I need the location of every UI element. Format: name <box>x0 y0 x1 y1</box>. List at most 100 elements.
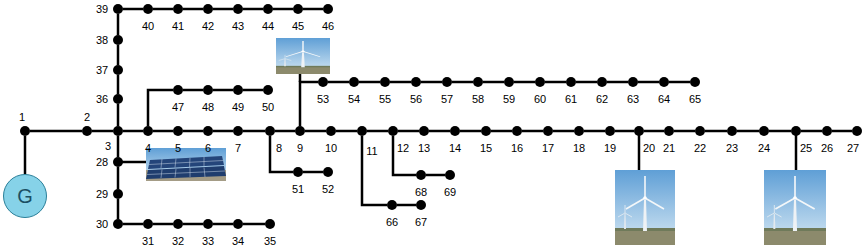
bus-line <box>213 89 233 92</box>
bus-dot: 12 <box>388 126 398 136</box>
bus-dot: 8 <box>265 126 275 136</box>
bus-dot: 61 <box>566 77 576 87</box>
bus-line <box>213 223 233 226</box>
bus-number: 17 <box>542 142 554 154</box>
bus-number: 9 <box>297 142 303 154</box>
bus-line <box>183 223 203 226</box>
bus-line <box>117 104 120 126</box>
bus-dot: 51 <box>293 167 303 177</box>
bus-number: 56 <box>410 93 422 105</box>
bus-dot: 39 <box>113 4 123 14</box>
bus-line <box>674 130 695 133</box>
bus-number: 30 <box>96 218 108 230</box>
bus-number: 24 <box>758 142 770 154</box>
bus-dot: 43 <box>233 4 243 14</box>
bus-dot: 41 <box>173 4 183 14</box>
bus-dot: 11 <box>357 126 367 136</box>
bus-line <box>243 223 265 226</box>
bus-line <box>243 8 263 11</box>
bus-line <box>491 130 512 133</box>
bus-dot: 29 <box>113 189 123 199</box>
bus-dot: 7 <box>233 126 243 136</box>
bus-dot: 1 <box>20 126 30 136</box>
bus-dot: 6 <box>203 126 213 136</box>
bus-dot: 52 <box>323 167 333 177</box>
bus-number: 26 <box>821 142 833 154</box>
bus-line <box>584 130 605 133</box>
bus-line <box>801 130 822 133</box>
bus-number: 37 <box>96 64 108 76</box>
bus-line <box>117 45 120 65</box>
bus-number: 13 <box>418 142 430 154</box>
bus-dot: 9 <box>295 126 305 136</box>
bus-dot: 33 <box>203 219 213 229</box>
bus-number: 38 <box>96 34 108 46</box>
bus-number: 39 <box>96 3 108 15</box>
bus-line <box>576 81 597 84</box>
bus-line <box>359 81 380 84</box>
bus-dot: 60 <box>535 77 545 87</box>
bus-number: 45 <box>292 20 304 32</box>
bus-line <box>117 199 120 219</box>
bus-dot: 38 <box>113 35 123 45</box>
bus-number: 27 <box>847 142 859 154</box>
bus-line <box>117 136 120 157</box>
bus-dot: 32 <box>173 219 183 229</box>
bus-number: 59 <box>503 93 515 105</box>
bus-number: 43 <box>232 20 244 32</box>
bus-number: 65 <box>689 93 701 105</box>
bus-line <box>213 8 233 11</box>
bus-number: 10 <box>325 142 337 154</box>
bus-number: 2 <box>84 111 90 123</box>
tap-wire <box>638 131 641 170</box>
bus-number: 35 <box>264 235 276 247</box>
bus-number: 51 <box>292 183 304 195</box>
bus-dot: 16 <box>512 126 522 136</box>
bus-dot: 36 <box>113 94 123 104</box>
bus-number: 49 <box>232 101 244 113</box>
bus-line <box>273 8 293 11</box>
generator-label: G <box>17 185 33 207</box>
bus-number: 50 <box>262 101 274 113</box>
bus-line <box>426 174 445 177</box>
bus-number: 60 <box>534 93 546 105</box>
bus-number: 57 <box>441 93 453 105</box>
bus-dot: 56 <box>411 77 421 87</box>
bus-line <box>117 167 120 189</box>
bus-dot: 48 <box>203 85 213 95</box>
bus-dot: 30 <box>113 219 123 229</box>
bus-line <box>362 136 387 205</box>
bus-number: 66 <box>386 216 398 228</box>
bus-line <box>148 90 173 126</box>
bus-line <box>514 81 535 84</box>
bus-number: 58 <box>472 93 484 105</box>
bus-dot: 50 <box>263 85 273 95</box>
bus-dot: 24 <box>759 126 769 136</box>
bus-dot: 66 <box>387 200 397 210</box>
bus-number: 32 <box>172 235 184 247</box>
bus-dot: 46 <box>323 4 333 14</box>
bus-dot: 5 <box>173 126 183 136</box>
bus-line <box>328 81 349 84</box>
solar-panel-image <box>146 148 226 181</box>
bus-dot: 44 <box>263 4 273 14</box>
bus-line <box>607 81 628 84</box>
bus-line <box>615 130 634 133</box>
bus-number: 12 <box>397 142 409 154</box>
bus-number: 62 <box>596 93 608 105</box>
bus-dot: 53 <box>318 77 328 87</box>
bus-dot: 42 <box>203 4 213 14</box>
bus-line <box>275 130 295 133</box>
bus-line <box>390 81 411 84</box>
bus-dot: 4 <box>143 126 153 136</box>
bus-number: 53 <box>317 93 329 105</box>
bus-dot: 2 <box>82 126 92 136</box>
bus-line <box>123 223 143 226</box>
bus-line <box>421 81 442 84</box>
bus-dot: 13 <box>419 126 429 136</box>
bus-number: 6 <box>205 142 211 154</box>
bus-number: 54 <box>348 93 360 105</box>
bus-line <box>153 130 173 133</box>
bus-dot: 26 <box>822 126 832 136</box>
